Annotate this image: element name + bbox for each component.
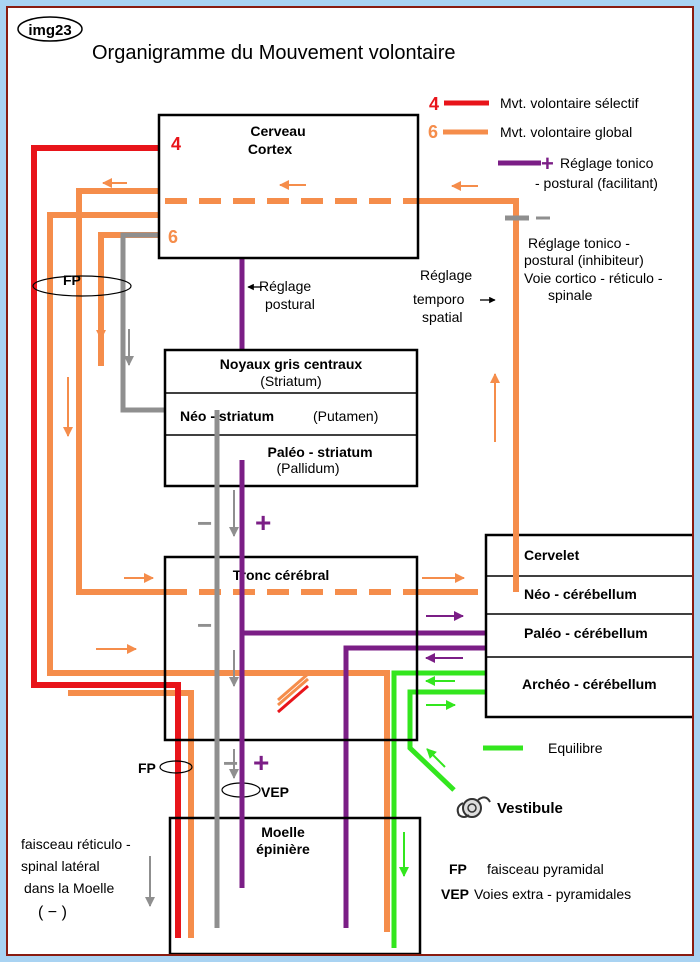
vep-label-bottom: VEP — [261, 784, 289, 800]
neo-striatum-putamen: (Putamen) — [313, 408, 378, 424]
faisceau-line4: ( − ) — [38, 904, 67, 921]
cervelet-label: Cervelet — [524, 547, 580, 563]
legend-orange-label: Mvt. volontaire global — [500, 124, 632, 140]
paleo-striatum-pallidum: (Pallidum) — [276, 460, 339, 476]
legend: 4 Mvt. volontaire sélectif 6 Mvt. volont… — [428, 94, 663, 902]
fp-label-top: FP — [63, 272, 81, 288]
ngc-box: Noyaux gris centraux (Striatum) Néo - st… — [163, 348, 419, 488]
fp-ellipse-bottom — [159, 760, 193, 774]
neo-cerebellum: Néo - cérébellum — [524, 586, 637, 602]
cortex-area-4: 4 — [171, 134, 181, 154]
cortex-box: Cerveau Cortex 4 6 — [157, 113, 420, 260]
diagram-title: Organigramme du Mouvement volontaire — [92, 42, 456, 64]
legend-gray-label-3: Voie cortico - réticulo - — [524, 270, 663, 286]
cervelet-box: Cervelet Néo - cérébellum Paléo - cérébe… — [484, 533, 692, 719]
purple-path-cereb-moelle — [343, 645, 523, 928]
reglage-postural-line1: Réglage — [259, 278, 311, 294]
movement-flowchart: img23 Organigramme du Mouvement volontai… — [17, 16, 692, 954]
arrow-green-diag — [426, 748, 446, 768]
legend-orange-number: 6 — [428, 122, 438, 142]
vestibule-label: Vestibule — [497, 800, 563, 817]
plus-sign-bottom: + — [253, 747, 269, 778]
paleo-striatum-label: Paléo - striatum — [267, 444, 372, 460]
tag-ellipse — [17, 16, 83, 42]
gray-path-cortex-ngc — [120, 232, 165, 413]
faisceau-line2: spinal latéral — [21, 858, 100, 874]
plus-sign-ngc: + — [255, 507, 271, 538]
faisceau-line1: faisceau réticulo - — [21, 836, 131, 852]
legend-vep-text: Voies extra - pyramidales — [474, 886, 631, 902]
legend-fp-abbr: FP — [449, 861, 467, 877]
minus-sign-tronc: − — [197, 610, 212, 640]
legend-gray-label-1: Réglage tonico - — [528, 235, 630, 251]
legend-gray-label-2: postural (inhibiteur) — [524, 252, 644, 268]
moelle-label-1: Moelle — [261, 824, 305, 840]
ngc-subtitle: (Striatum) — [260, 373, 321, 389]
cortex-label-1: Cerveau — [250, 123, 305, 139]
fp-label-bottom: FP — [138, 760, 156, 776]
cortex-area-6: 6 — [168, 227, 178, 247]
legend-purple-label-1: Réglage tonico — [560, 155, 654, 171]
green-path-outer — [391, 670, 523, 948]
archeo-cerebellum: Archéo - cérébellum — [522, 676, 657, 692]
red-path-selective — [31, 145, 181, 938]
reglage-temporo-line2: temporo — [413, 291, 465, 307]
legend-fp-text: faisceau pyramidal — [487, 861, 604, 877]
legend-red-number: 4 — [429, 94, 439, 114]
orange-slash — [277, 672, 309, 702]
minus-sign-bottom: − — [223, 748, 238, 778]
neo-striatum-label: Néo - striatum — [180, 408, 274, 424]
vestibule-icon — [456, 796, 491, 818]
green-path-vestibule — [407, 689, 523, 792]
orange-path-to-moelle-left — [68, 690, 194, 938]
orange-pathways — [47, 188, 519, 938]
reglage-temporo-line1: Réglage — [420, 267, 472, 283]
tronc-label: Tronc cérébral — [233, 567, 330, 583]
cortex-label-2: Cortex — [248, 141, 293, 157]
tronc-box: Tronc cérébral — [163, 555, 419, 742]
legend-gray-label-4: spinale — [548, 287, 593, 303]
ngc-title: Noyaux gris centraux — [220, 356, 363, 372]
legend-vep-abbr: VEP — [441, 886, 469, 902]
diagram-frame: img23 Organigramme du Mouvement volontai… — [6, 6, 694, 956]
orange-path-cortex-cervelet — [416, 198, 519, 595]
reglage-temporo-line3: spatial — [422, 309, 462, 325]
red-slash — [277, 684, 309, 714]
moelle-label-2: épinière — [256, 841, 310, 857]
green-pathways — [391, 670, 523, 948]
fp-ellipse-top — [32, 275, 132, 297]
legend-red-label: Mvt. volontaire sélectif — [500, 95, 639, 111]
legend-purple-plus: + — [541, 151, 554, 176]
paleo-cerebellum: Paléo - cérébellum — [524, 625, 648, 641]
minus-sign-ngc: − — [197, 508, 212, 538]
legend-purple-label-2: - postural (facilitant) — [535, 175, 658, 191]
reglage-postural-line2: postural — [265, 296, 315, 312]
moelle-box: Moelle épinière — [168, 816, 422, 954]
faisceau-line3: dans la Moelle — [24, 880, 114, 896]
legend-green-label: Equilibre — [548, 740, 603, 756]
image-tag: img23 — [28, 22, 71, 39]
orange-path-left-loop — [76, 188, 164, 595]
